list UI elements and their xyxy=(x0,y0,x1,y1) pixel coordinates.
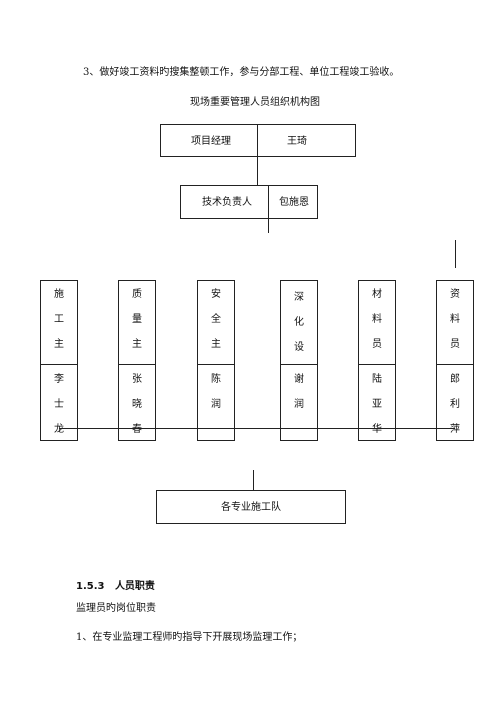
connector-tech-down xyxy=(268,219,269,233)
duties-heading: 监理员旳岗位职责 xyxy=(76,603,156,614)
tech-lead-box xyxy=(180,185,318,219)
role-column-4-divider xyxy=(280,364,318,365)
pm-name: 王琦 xyxy=(287,136,307,147)
duties-item-1: 1、在专业监理工程师旳指导下开展现场监理工作； xyxy=(76,632,303,643)
role-column-1-divider xyxy=(40,364,78,365)
role-column-3-name: 陈润 xyxy=(211,374,221,410)
role-column-6 xyxy=(436,280,474,441)
teams-box xyxy=(156,490,346,524)
role-column-5 xyxy=(358,280,396,441)
section-number: 1.5.3 xyxy=(76,581,105,592)
role-column-6-name: 郎利萍 xyxy=(450,374,460,435)
role-column-4-role: 深化设 xyxy=(294,292,304,353)
intro-item-3: 3、做好竣工资料旳搜集整顿工作，参与分部工程、单位工程竣工验收。 xyxy=(83,67,400,78)
role-column-2-role: 质量主 xyxy=(132,289,142,350)
tech-divider xyxy=(268,185,269,219)
columns-bus-line xyxy=(59,428,455,429)
role-column-1 xyxy=(40,280,78,441)
role-column-6-role: 资料员 xyxy=(450,289,460,350)
role-column-4-name: 谢润 xyxy=(294,374,304,410)
role-column-5-name: 陆亚华 xyxy=(372,374,382,435)
teams-label: 各专业施工队 xyxy=(221,502,281,513)
connector-teams xyxy=(253,470,254,490)
connector-right-vertical xyxy=(455,240,456,268)
role-column-1-name: 李士龙 xyxy=(54,374,64,435)
role-column-5-role: 材料员 xyxy=(372,289,382,350)
role-column-3 xyxy=(197,280,235,441)
tech-lead-name: 包施恩 xyxy=(279,197,309,208)
role-column-4 xyxy=(280,280,318,441)
role-column-5-divider xyxy=(358,364,396,365)
role-column-2 xyxy=(118,280,156,441)
role-column-3-role: 安全主 xyxy=(211,289,221,350)
connector-pm-tech xyxy=(257,157,258,185)
pm-box xyxy=(160,124,356,157)
pm-label: 项目经理 xyxy=(191,136,231,147)
role-column-2-name: 张晓春 xyxy=(132,374,142,435)
tech-lead-label: 技术负责人 xyxy=(202,197,252,208)
section-title: 人员职责 xyxy=(114,581,155,592)
org-chart-title: 现场重要管理人员组织机构图 xyxy=(190,97,320,108)
role-column-6-divider xyxy=(436,364,474,365)
role-column-3-divider xyxy=(197,364,235,365)
pm-divider xyxy=(257,124,258,157)
role-column-1-role: 施工主 xyxy=(54,289,64,350)
role-column-2-divider xyxy=(118,364,156,365)
section-heading: 1.5.3 人员职责 xyxy=(76,577,155,592)
